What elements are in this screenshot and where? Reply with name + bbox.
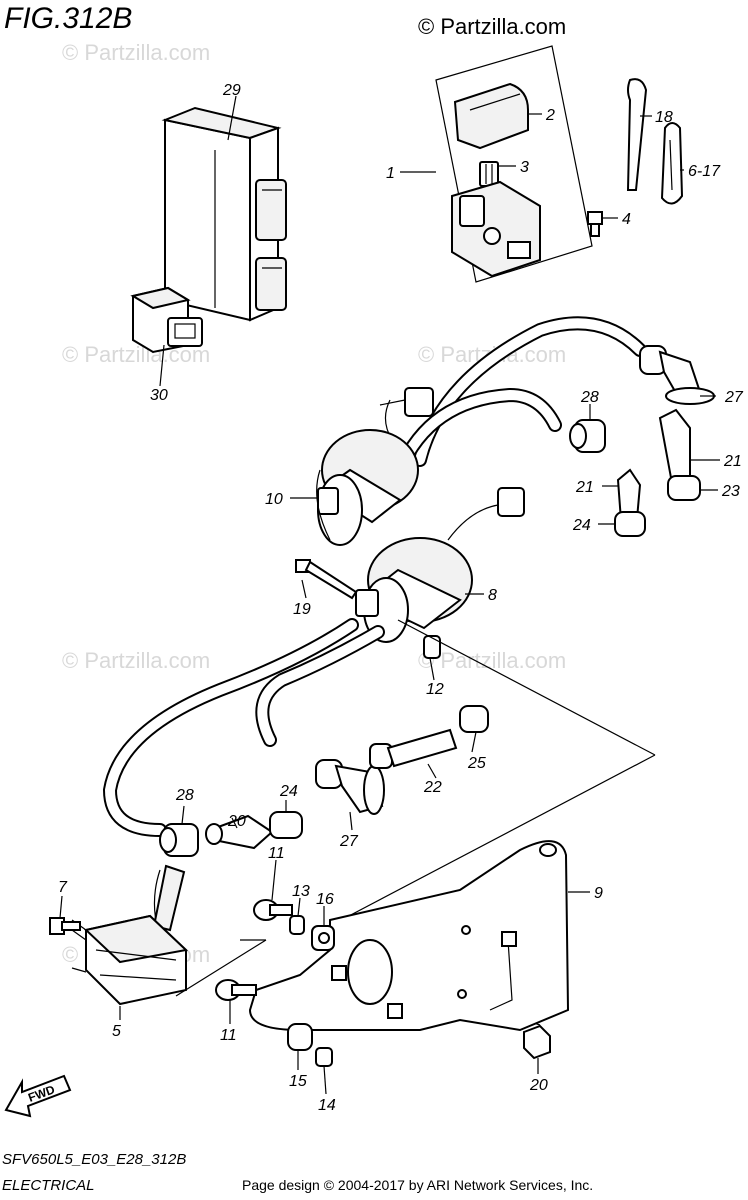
leader-lines <box>59 95 720 1095</box>
starter-relay-assembly <box>435 45 593 283</box>
callout-25: 24 <box>572 517 591 534</box>
callout-21-upper: 21 <box>723 453 742 470</box>
callout-labels: 29 30 1 2 3 4 18 6-17 10 8 19 12 28 21 2… <box>58 82 744 1114</box>
diagram-description: ELECTRICAL <box>2 1177 95 1194</box>
callout-28-lower: 28 <box>175 787 194 804</box>
collar-14 <box>315 1047 333 1067</box>
callout-12: 12 <box>426 681 444 698</box>
callout-19: 19 <box>293 601 311 618</box>
callout-27-lower: 27 <box>339 833 359 850</box>
callout-11-lower: 11 <box>220 1027 237 1044</box>
copyright-notice: © Partzilla.com <box>418 14 567 39</box>
watermark: © Partzilla.com <box>62 40 210 65</box>
callout-21-lower: 20 <box>227 813 246 830</box>
callout-24-lower: 24 <box>279 783 298 800</box>
callout-30: 30 <box>150 387 168 404</box>
bolt-4 <box>587 211 603 237</box>
bolt-11-upper <box>253 899 293 921</box>
cable-tie-18 <box>626 78 648 191</box>
callout-6-17: 6-17 <box>688 163 721 180</box>
callout-29: 29 <box>222 82 241 99</box>
connector-block <box>130 286 203 354</box>
callout-1: 1 <box>386 165 395 182</box>
bolt-7 <box>49 917 81 935</box>
figure-title: FIG.312B <box>4 2 133 35</box>
bolt-19 <box>295 559 358 600</box>
callout-8: 8 <box>488 587 497 604</box>
collar-13 <box>289 915 305 935</box>
ignition-coil-lower <box>102 487 525 837</box>
callout-5: 5 <box>112 1023 121 1040</box>
callout-7: 7 <box>58 879 68 896</box>
page-credit: Page design © 2004-2017 by ARI Network S… <box>242 1177 594 1193</box>
bracket <box>248 840 570 1032</box>
plug-cap-23 <box>369 728 458 769</box>
diagram-code: SFV650L5_E03_E28_312B <box>2 1151 187 1168</box>
callout-27-upper: 27 <box>724 389 744 406</box>
seal-26 <box>459 705 489 733</box>
band-6-17 <box>660 122 684 205</box>
plug-cap-27-upper <box>639 345 715 405</box>
callout-13: 13 <box>292 883 310 900</box>
callout-22: 21 <box>575 479 594 496</box>
plug-cap-27-lower <box>315 759 385 815</box>
spacer-12 <box>423 635 441 659</box>
callout-15: 15 <box>289 1073 307 1090</box>
seal-25 <box>614 511 646 537</box>
grommet-16 <box>311 925 335 951</box>
callout-24-upper: 23 <box>721 483 740 500</box>
regulator-rectifier <box>71 864 189 1006</box>
plug-cap-28-lower <box>159 823 199 857</box>
callout-14: 14 <box>318 1097 336 1114</box>
callout-23: 22 <box>423 779 442 796</box>
callout-11-upper: 11 <box>268 845 285 862</box>
callout-20: 20 <box>529 1077 548 1094</box>
callout-10: 10 <box>265 491 283 508</box>
callout-3: 3 <box>520 159 529 176</box>
plug-cap-28-upper <box>569 419 606 453</box>
ignition-coil-upper <box>316 316 647 546</box>
callout-28-upper: 28 <box>580 389 599 406</box>
callout-4: 4 <box>622 211 631 228</box>
bolt-11-lower <box>215 979 257 1001</box>
callout-16: 16 <box>316 891 334 908</box>
watermark: © Partzilla.com <box>62 648 210 673</box>
callout-18: 18 <box>655 109 673 126</box>
nut-20 <box>523 1024 551 1060</box>
callout-9: 9 <box>594 885 603 902</box>
seal-24-upper <box>667 475 701 501</box>
callout-26: 25 <box>467 755 486 772</box>
grommet-15 <box>287 1023 313 1051</box>
plug-cap-21-lower <box>205 814 274 850</box>
seal-24-lower <box>269 811 303 839</box>
ecm-unit <box>161 106 287 322</box>
callout-2: 2 <box>545 107 555 124</box>
forward-arrow: FWD <box>4 1074 72 1118</box>
